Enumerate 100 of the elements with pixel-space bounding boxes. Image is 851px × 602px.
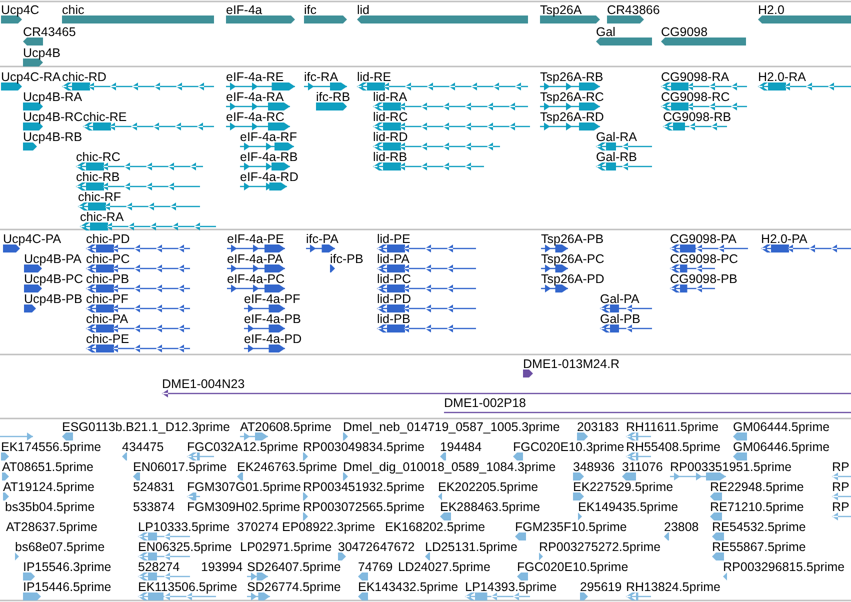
feature-label: chic-RD	[62, 70, 106, 84]
feature-label: Gal	[596, 25, 616, 39]
feature-label: RP003072565.5prime	[303, 500, 425, 514]
feature-label: RP003049834.5prime	[303, 440, 425, 454]
feature-label: lid	[357, 3, 370, 17]
feature-label: FGC032A12.5prime	[187, 440, 298, 454]
feature-label: ifc	[304, 3, 316, 17]
feature-label: EK202205.5prime	[438, 480, 538, 494]
feature-label: Dmel_neb_014719_0587_1005.3prime	[343, 420, 560, 434]
feature-label: eIF-4a-RA	[226, 90, 284, 104]
feature-label: CG9098	[661, 25, 708, 39]
feature-label: eIF-4a-RF	[240, 130, 297, 144]
feature-label: RP003451932.5prime	[303, 480, 425, 494]
feature-label: EK143432.5prime	[358, 580, 458, 594]
feature-label: 311076	[622, 460, 663, 474]
feature-label: 193994	[201, 560, 243, 574]
feature-label: Ucp4C-RA	[1, 70, 61, 84]
feature-label: 74769	[358, 560, 393, 574]
feature-label: AT28637.5prime	[6, 520, 98, 534]
feature-label: CG9098-PC	[670, 252, 738, 266]
feature-label: Tsp26A-PB	[541, 232, 604, 246]
feature-label: eIF-4a-RE	[226, 70, 284, 84]
feature-label: chic-PE	[86, 332, 130, 346]
feature-label: H2.0-PA	[761, 232, 808, 246]
feature-label: GM06444.5prime	[733, 420, 830, 434]
feature-label: SD26774.5prime	[247, 580, 341, 594]
feature-label: Tsp26A	[540, 3, 582, 17]
feature-label: RP	[832, 500, 850, 514]
feature-label: 348936	[573, 460, 615, 474]
feature-label: CG9098-RB	[663, 110, 732, 124]
feature-label: FGM309H02.5prime	[187, 500, 300, 514]
feature-label: RE71210.5prime	[710, 500, 804, 514]
feature-label: Tsp26A-PC	[541, 252, 604, 266]
feature-label: Ucp4B-RB	[23, 130, 82, 144]
feature-label: EN06017.5prime	[133, 460, 227, 474]
feature-label: Tsp26A-RB	[540, 70, 604, 84]
feature-label: EK168202.5prime	[385, 520, 486, 534]
feature-label: eIF-4a-PA	[227, 252, 284, 266]
feature-label: Tsp26A-RD	[540, 110, 604, 124]
feature-label: bs68e07.5prime	[15, 540, 105, 554]
feature-label: Gal-RA	[596, 130, 637, 144]
feature-label: eIF-4a-RB	[240, 150, 298, 164]
feature-label: RP003296815.5prime	[723, 560, 845, 574]
feature-label: 47672	[380, 540, 415, 554]
feature-label: FGC020E10.5prime	[517, 560, 628, 574]
feature-label: chic	[62, 3, 84, 17]
feature-label: CG9098-PA	[670, 232, 736, 246]
feature-label: RE54532.5prime	[712, 520, 806, 534]
feature-label: lid-PB	[377, 312, 410, 326]
feature-label: Ucp4B-PB	[24, 292, 82, 306]
feature-label: eIF-4a-PB	[244, 312, 301, 326]
feature-label: lid-RE	[357, 70, 392, 84]
feature-label: RP	[832, 480, 850, 494]
feature-label: EK113506.5prime	[138, 580, 238, 594]
feature-label: chic-RA	[80, 210, 124, 224]
feature-label: RP003275272.5prime	[539, 540, 661, 554]
feature-label: 203183	[577, 420, 619, 434]
feature-label: 23808	[664, 520, 699, 534]
feature-label: AT20608.5prime	[240, 420, 332, 434]
feature-label: CG9098-PB	[670, 272, 738, 286]
feature-label: DME1-013M24.R	[523, 357, 620, 371]
feature-label: EK227529.5prime	[573, 480, 674, 494]
feature-label: Ucp4B-RC	[23, 110, 83, 124]
feature-label: lid-RA	[373, 90, 408, 104]
feature-label: eIF-4a	[226, 3, 262, 17]
feature-label: LD24027.5prime	[398, 560, 490, 574]
feature-label: eIF-4a-PC	[227, 272, 285, 286]
feature-label: Tsp26A-RC	[540, 90, 604, 104]
feature-label: FGC020E10.3prime	[513, 440, 624, 454]
feature-label: RE55867.5prime	[712, 540, 806, 554]
feature-label: RH55408.5prime	[626, 440, 720, 454]
feature-label: FGM235F10.5prime	[515, 520, 627, 534]
feature-label: ifc-PB	[330, 252, 364, 266]
feature-label: Gal-PA	[600, 292, 640, 306]
feature-label: EK288463.5prime	[440, 500, 540, 514]
feature-label: ifc-RA	[304, 70, 338, 84]
feature-label: lid-RD	[373, 130, 408, 144]
feature-label: 295619	[580, 580, 622, 594]
feature-label: Dmel_dig_010018_0589_1084.3prime	[343, 460, 556, 474]
feature-label: Ucp4C	[1, 3, 40, 17]
feature-label: LD25131.5prime	[425, 540, 518, 554]
feature-label: EN06325.5prime	[138, 540, 232, 554]
feature-label: H2.0	[758, 3, 784, 17]
feature-label: lid-PC	[377, 272, 412, 286]
feature-label: ifc-RB	[316, 90, 350, 104]
feature-label: SD26407.5prime	[247, 560, 341, 574]
feature-label: FGM307G01.5prime	[187, 480, 301, 494]
feature-label: lid-RB	[373, 150, 408, 164]
feature-label: eIF-4a-PE	[227, 232, 284, 246]
feature-label: eIF-4a-PF	[244, 292, 300, 306]
feature-label: Ucp4C-PA	[3, 232, 62, 246]
feature-label: Tsp26A-PD	[541, 272, 604, 286]
feature-label: chic-RB	[76, 170, 120, 184]
feature-label: CG9098-RA	[661, 70, 730, 84]
feature-label: EK149435.5prime	[578, 500, 678, 514]
feature-label: LP02971.5prime	[240, 540, 332, 554]
feature-label: chic-PB	[86, 272, 130, 286]
feature-label: chic-PF	[86, 292, 128, 306]
feature-label: Ucp4B	[23, 46, 61, 60]
feature-label: LP14393.5prime	[465, 580, 557, 594]
